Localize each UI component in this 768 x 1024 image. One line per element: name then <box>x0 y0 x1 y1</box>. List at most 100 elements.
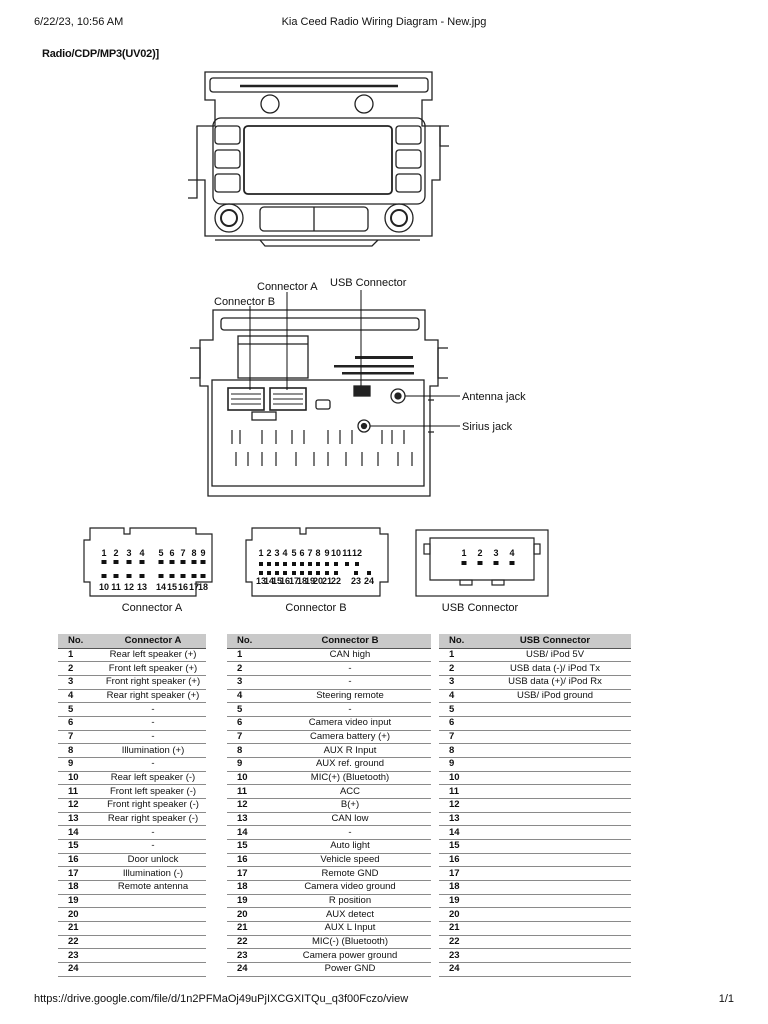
pin-function-cell: Camera video input <box>269 716 431 731</box>
table-row: 7 <box>439 730 631 745</box>
pin-terminal <box>191 560 197 564</box>
pin-number-label: 18 <box>297 576 307 586</box>
pin-number-cell: 11 <box>439 784 479 799</box>
pin-function-cell: - <box>100 716 206 731</box>
pin-number-cell: 16 <box>58 853 100 868</box>
usb-connector-caption: USB Connector <box>442 602 519 614</box>
pin-number-cell: 11 <box>227 784 269 799</box>
sirius-jack-label: Sirius jack <box>462 421 513 433</box>
pin-number-label: 6 <box>299 548 304 558</box>
pin-terminal <box>180 574 186 578</box>
pin-function-cell: - <box>100 757 206 772</box>
pin-function-cell: Illumination (-) <box>100 866 206 881</box>
table-row: 23 <box>439 948 631 963</box>
pin-function-cell <box>479 935 631 950</box>
pin-function-cell: Steering remote <box>269 689 431 704</box>
pin-number-label: 11 <box>111 582 121 592</box>
pin-function-cell: - <box>100 730 206 745</box>
pin-function-cell <box>479 825 631 840</box>
connector-b-face <box>245 527 389 597</box>
table-row: 15 <box>439 839 631 854</box>
pin-function-cell: USB/ iPod ground <box>479 689 631 704</box>
pin-function-cell <box>100 921 206 936</box>
column-header: No. <box>58 634 100 649</box>
table-row: 3- <box>227 675 431 690</box>
pin-number-cell: 7 <box>439 730 479 745</box>
pin-number-label: 16 <box>178 582 188 592</box>
pin-function-cell: CAN high <box>269 648 431 663</box>
table-row: 21 <box>439 921 631 936</box>
pin-terminal <box>191 574 197 578</box>
pin-terminal <box>325 571 329 575</box>
pin-function-cell: Front left speaker (+) <box>100 661 206 676</box>
radio-rear-view <box>190 309 448 497</box>
table-row: 5- <box>58 702 206 717</box>
pin-number-label: 19 <box>305 576 315 586</box>
pin-function-cell: B(+) <box>269 798 431 813</box>
print-title: Kia Ceed Radio Wiring Diagram - New.jpg <box>281 16 487 28</box>
pin-number-label: 7 <box>180 548 185 558</box>
pin-number-cell: 12 <box>439 798 479 813</box>
pin-number-cell: 8 <box>439 743 479 758</box>
pin-function-cell: - <box>100 839 206 854</box>
pin-terminal <box>355 562 359 566</box>
pin-terminal <box>169 560 175 564</box>
pin-terminal <box>308 571 312 575</box>
pin-number-cell: 9 <box>227 757 269 772</box>
pin-number-label: 24 <box>364 576 374 586</box>
pin-number-label: 13 <box>256 576 266 586</box>
pin-number-cell: 4 <box>439 689 479 704</box>
pin-function-cell: Remote antenna <box>100 880 206 895</box>
pin-number-cell: 17 <box>58 866 100 881</box>
table-row: 24 <box>439 962 631 977</box>
pin-terminal <box>509 561 515 565</box>
pin-number-label: 2 <box>477 548 482 558</box>
pin-terminal <box>334 571 338 575</box>
pin-number-cell: 6 <box>227 716 269 731</box>
pin-terminal <box>334 562 338 566</box>
pin-number-cell: 15 <box>439 839 479 854</box>
pin-function-cell <box>479 730 631 745</box>
pin-function-cell <box>100 907 206 922</box>
pin-number-cell: 18 <box>227 880 269 895</box>
pin-terminal <box>345 562 349 566</box>
pin-terminal <box>292 562 296 566</box>
connector-pin-grid <box>231 393 303 405</box>
pin-function-cell: ACC <box>269 784 431 799</box>
pin-number-cell: 20 <box>439 907 479 922</box>
table-row: 23 <box>58 948 206 963</box>
pin-number-cell: 6 <box>58 716 100 731</box>
pin-function-cell: Vehicle speed <box>269 853 431 868</box>
pin-number-label: 1 <box>101 548 106 558</box>
pin-number-label: 6 <box>169 548 174 558</box>
pin-function-cell: AUX detect <box>269 907 431 922</box>
pin-function-cell: Rear left speaker (-) <box>100 771 206 786</box>
pin-function-cell: AUX L Input <box>269 921 431 936</box>
pin-terminal <box>300 562 304 566</box>
pin-number-cell: 2 <box>58 661 100 676</box>
table-row: 2- <box>227 661 431 676</box>
pin-number-cell: 22 <box>439 935 479 950</box>
print-header: 6/22/23, 10:56 AM Kia Ceed Radio Wiring … <box>34 16 734 32</box>
pin-number-label: 11 <box>342 548 352 558</box>
pin-function-cell: Illumination (+) <box>100 743 206 758</box>
pin-number-cell: 1 <box>58 648 100 663</box>
pin-function-cell: AUX R Input <box>269 743 431 758</box>
pin-number-cell: 16 <box>439 853 479 868</box>
pin-function-cell <box>479 716 631 731</box>
pin-number-label: 15 <box>167 582 177 592</box>
antenna-jack-label: Antenna jack <box>462 391 526 403</box>
table-row: 24 <box>58 962 206 977</box>
table-row: 18 <box>439 880 631 895</box>
column-header: No. <box>227 634 269 649</box>
pin-number-cell: 23 <box>439 948 479 963</box>
